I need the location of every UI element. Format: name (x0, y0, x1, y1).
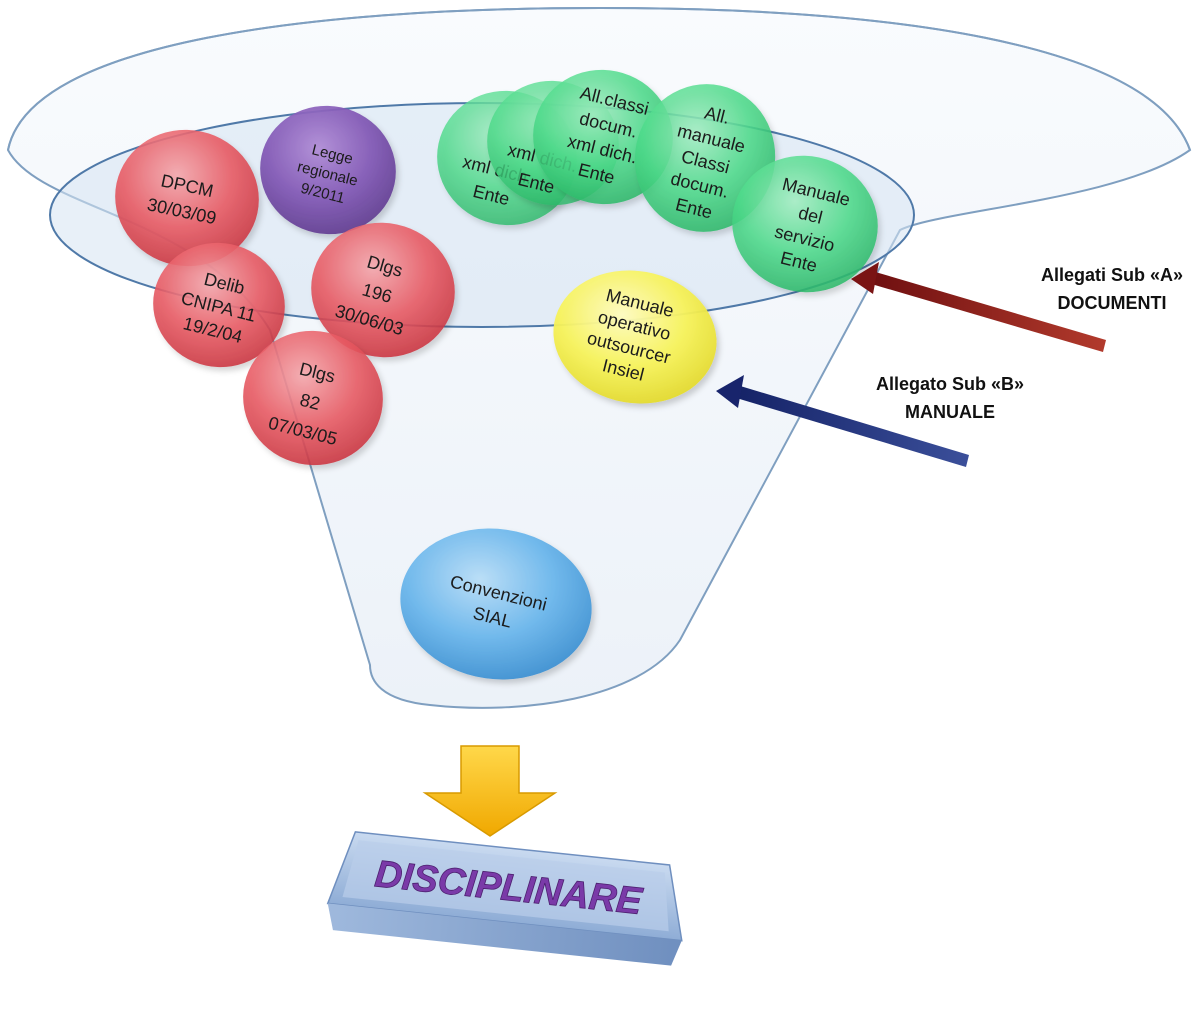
arrow-sub-b (716, 375, 969, 467)
down-arrow (422, 745, 558, 837)
output-box: DISCIPLINARE (326, 831, 683, 966)
callout-sub_a-line: DOCUMENTI (1058, 293, 1167, 313)
node-delib: DelibCNIPA 1119/2/04 (153, 242, 285, 368)
node-manualeservizio: ManualedelservizioEnte (732, 155, 878, 293)
callout-sub_b-line: Allegato Sub «B» (876, 374, 1024, 394)
callout-sub_b-line: MANUALE (905, 402, 995, 422)
node-convenzioni: ConvenzioniSIAL (400, 528, 592, 680)
callout-sub_a-line: Allegati Sub «A» (1041, 265, 1183, 285)
node-dlgs82: Dlgs8207/03/05 (243, 330, 383, 466)
node-dlgs196: Dlgs19630/06/03 (311, 222, 455, 358)
arrow-sub-a (851, 262, 1106, 352)
node-dlgs82-line: 82 (298, 390, 322, 414)
callout-sub-b: Allegato Sub «B» MANUALE (876, 374, 1024, 422)
funnel-rim (7, 6, 1191, 151)
callout-sub-a: Allegati Sub «A» DOCUMENTI (1041, 265, 1183, 313)
node-manualeoperativo: ManualeoperativooutsourcerInsiel (553, 270, 717, 404)
node-legge: Leggeregionale9/2011 (260, 105, 396, 235)
node-dpcm: DPCM30/03/09 (115, 129, 259, 267)
